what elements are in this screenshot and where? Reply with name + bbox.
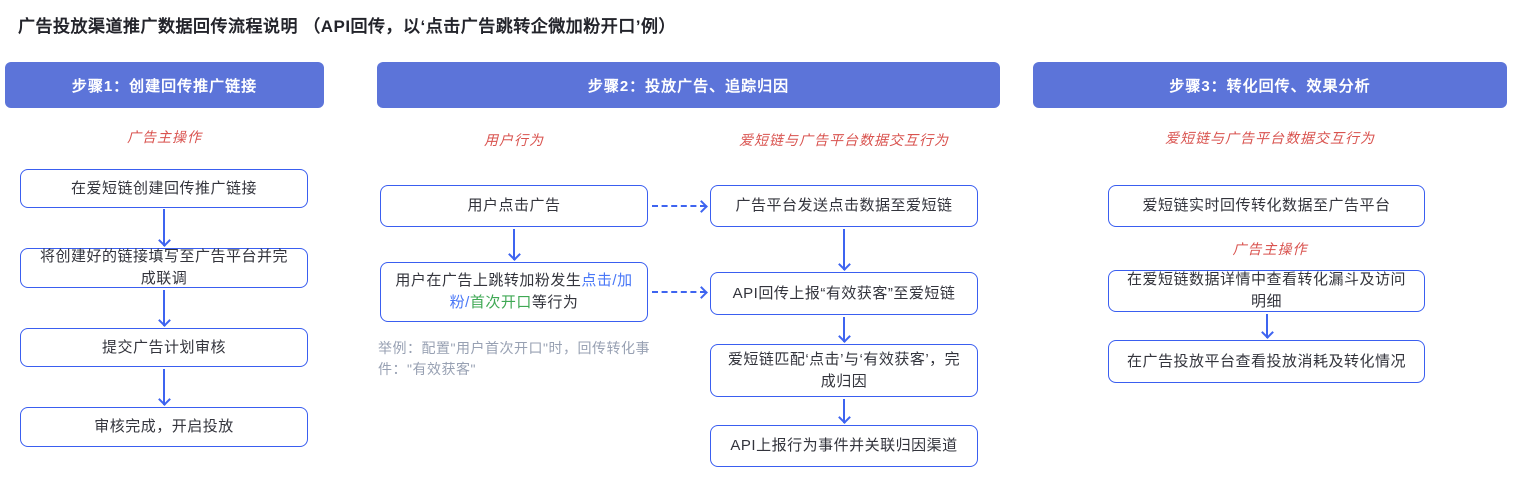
step2-box-user-actions-text: 用户在广告上跳转加粉发生点击/加粉/首次开口等行为 [395,272,633,311]
step2-box-api-report-event: API上报行为事件并关联归因渠道 [710,425,978,467]
step1-role-label: 广告主操作 [127,129,202,145]
step3-role-label: 广告主操作 [1232,241,1308,257]
step2-data-interaction-label: 爱短链与广告平台数据交互行为 [739,132,949,148]
flow-arrow-down-icon [513,229,515,260]
flow-arrow-right-icon [652,291,706,293]
flow-arrow-down-icon [1266,314,1268,338]
flow-arrow-down-icon [163,369,165,405]
step2-box-match-attribution: 爱短链匹配‘点击’与‘有效获客’，完成归因 [710,344,978,397]
step2-example-note: 举例：配置"用户首次开口"时，回传转化事件："有效获客" [378,340,650,377]
step2-user-behavior-label: 用户行为 [484,132,544,148]
step2-box-platform-send-click: 广告平台发送点击数据至爱短链 [710,185,978,227]
step1-header-bar: 步骤1：创建回传推广链接 [5,62,324,108]
step3-box-view-spend: 在广告投放平台查看投放消耗及转化情况 [1108,340,1425,383]
flow-arrow-down-icon [843,399,845,423]
step3-box-view-funnel: 在爱短链数据详情中查看转化漏斗及访问明细 [1108,270,1425,312]
step1-box-create-link: 在爱短链创建回传推广链接 [20,169,308,208]
step1-box-launch: 审核完成，开启投放 [20,407,308,447]
step3-header-bar: 步骤3：转化回传、效果分析 [1033,62,1507,108]
page-title: 广告投放渠道推广数据回传流程说明 （API回传，以‘点击广告跳转企微加粉开口’例… [18,17,677,36]
step2-box-api-report-lead: API回传上报“有效获客”至爱短链 [710,272,978,315]
keyword-blue: 点击/加粉/ [449,272,633,311]
flow-arrow-right-icon [652,205,706,207]
step3-box-realtime-callback: 爱短链实时回传转化数据至广告平台 [1108,185,1425,227]
step2-box-user-actions: 用户在广告上跳转加粉发生点击/加粉/首次开口等行为 [380,262,648,322]
step1-box-submit-review: 提交广告计划审核 [20,328,308,367]
flow-arrow-down-icon [163,290,165,326]
step2-header-bar: 步骤2：投放广告、追踪归因 [377,62,1000,108]
step3-data-interaction-label: 爱短链与广告平台数据交互行为 [1165,130,1375,146]
flow-arrow-down-icon [843,317,845,342]
step2-box-user-click-ad: 用户点击广告 [380,185,648,227]
flow-arrow-down-icon [163,209,165,246]
flow-arrow-down-icon [843,229,845,270]
keyword-green: 首次开口 [469,294,532,311]
step1-box-fill-platform: 将创建好的链接填写至广告平台并完成联调 [20,248,308,288]
